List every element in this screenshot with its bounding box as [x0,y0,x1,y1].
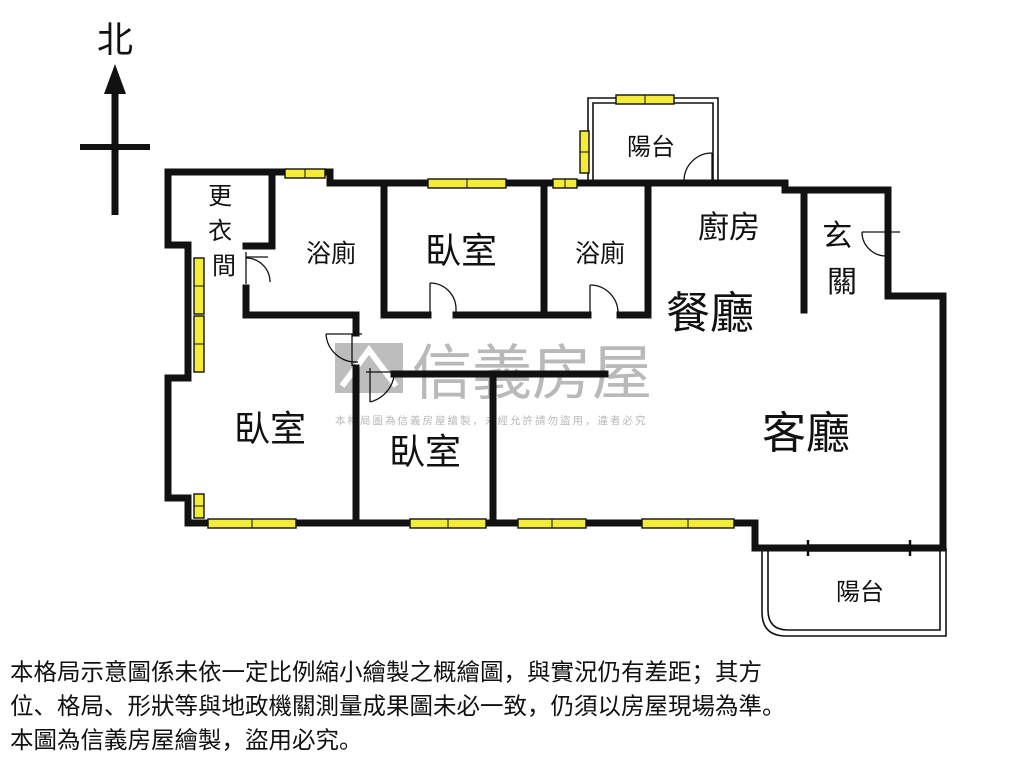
window [615,94,675,105]
window [409,518,487,529]
window [579,130,590,174]
room-label-living-room: 客廳 [762,408,850,459]
door-dressing-room [245,252,271,284]
room-label-balcony-top: 陽台 [627,133,675,161]
room-label-foyer: 玄 關 [822,219,862,300]
window [193,257,205,315]
disclaimer: 本格局示意圖係未依一定比例縮小繪製之概繪圖，與實況仍有差距；其方 位、格局、形狀… [10,655,1010,757]
door-balcony-top [680,152,713,183]
window [427,178,507,189]
door-entrance [861,228,900,260]
room-label-bedroom-top: 臥室 [425,231,497,272]
walls [164,168,947,552]
floor-plan: 北 信義房屋 本格局圖為信義房屋繪製，未經允許請勿盜用，違者必究 [80,20,947,637]
windows [193,94,735,529]
window [552,178,578,189]
window [641,518,735,529]
balcony-bottom-railing [761,540,947,637]
door-bathroom-2 [589,284,619,318]
door-hallway [325,333,362,366]
disclaimer-line: 位、格局、形狀等與地政機關測量成果圖未必一致，仍須以房屋現場為準。 [10,692,786,720]
room-label-dining-room: 餐廳 [666,288,754,339]
room-label-bathroom-2: 浴廁 [575,239,625,268]
window [193,493,205,519]
compass-north-label: 北 [97,20,133,61]
door-bedroom-top [429,282,457,318]
window [207,518,297,529]
window [193,315,205,373]
window [517,518,587,529]
window [284,168,326,179]
doors [245,152,900,403]
compass: 北 [80,20,150,215]
room-label-dressing-room: 更 衣 間 [208,182,240,280]
room-labels: 更 衣 間 浴廁 臥室 浴廁 廚房 玄 關 餐廳 客廳 臥室 臥室 陽台 陽台 [208,133,884,606]
compass-arrowhead [104,64,126,94]
room-label-bathroom-1: 浴廁 [306,239,356,268]
door-bedroom-middle [366,368,395,403]
disclaimer-line: 本格局示意圖係未依一定比例縮小繪製之概繪圖，與實況仍有差距；其方 [10,658,762,686]
room-label-bedroom-left: 臥室 [234,409,306,450]
disclaimer-line: 本圖為信義房屋繪製，盜用必究。 [10,726,363,754]
room-label-bedroom-middle: 臥室 [389,432,461,473]
room-label-kitchen: 廚房 [698,210,760,246]
room-label-balcony-bottom: 陽台 [836,578,884,606]
